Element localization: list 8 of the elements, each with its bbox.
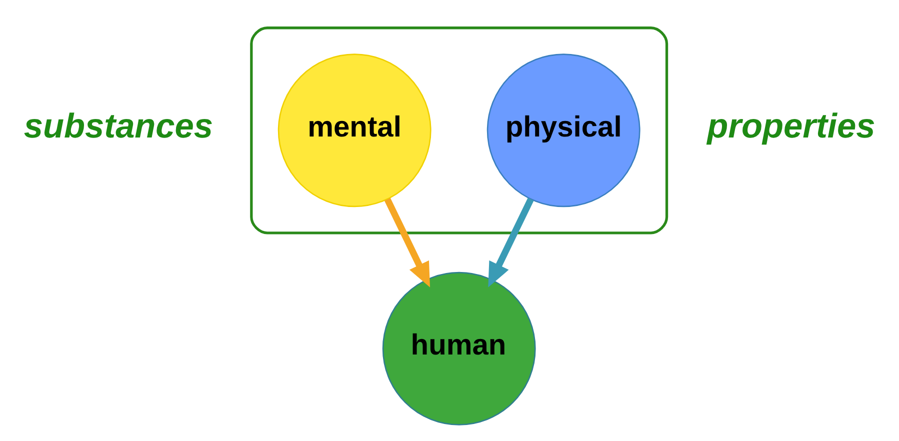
- node-circle: human: [382, 271, 536, 425]
- label: properties: [707, 106, 876, 145]
- arrow: [488, 197, 534, 287]
- arrow: [384, 197, 430, 287]
- node-circle: physical: [486, 53, 640, 207]
- label: substances: [24, 106, 214, 145]
- node-circle: mental: [278, 53, 432, 207]
- cluster: [250, 26, 668, 234]
